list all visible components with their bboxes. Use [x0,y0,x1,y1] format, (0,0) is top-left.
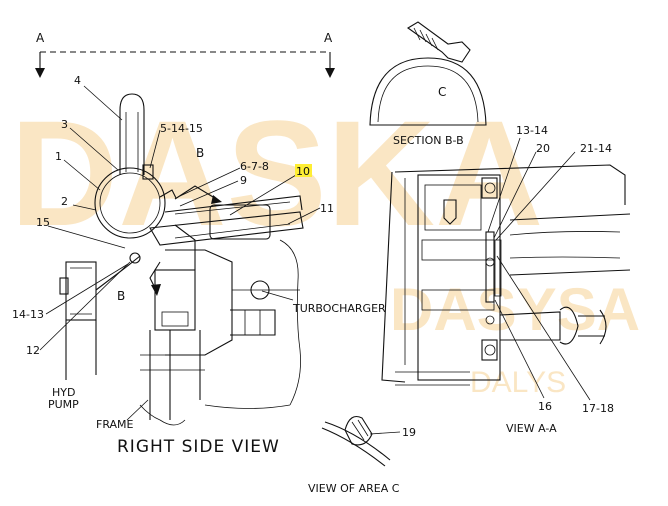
view-title-view-a-a: VIEW A-A [506,422,557,435]
callout-10-highlight [295,164,312,177]
view-title-right-side-view: RIGHT SIDE VIEW [117,437,280,457]
label-pump: PUMP [48,398,79,411]
section-marker-a-left: A [36,31,45,45]
callout-5-14-15: 5-14-15 [160,122,203,135]
callouts-right-side-view: 4 3 1 2 5-14-15 15 B 6-7-8 9 10 11 14-13… [12,74,386,457]
section-marker-a-right: A [324,31,333,45]
callout-leaders-view-a-a [487,137,591,401]
view-title-view-of-area-c: VIEW OF AREA C [308,482,400,495]
callout-11: 11 [320,202,334,215]
label-hyd: HYD [52,386,75,399]
watermark-text-3: DALYS [470,366,566,399]
callout-21-14: 21-14 [580,142,612,155]
watermark-text-2: DASYSA [390,276,640,343]
section-marker-c: C [438,85,446,99]
watermark: DASKA DASYSA DALYS [10,89,640,399]
callout-12: 12 [26,344,40,357]
callout-3: 3 [61,118,68,131]
label-frame: FRAME [96,418,134,431]
callout-15: 15 [36,216,50,229]
label-turbocharger: TURBOCHARGER [292,302,386,315]
right-side-view-drawing [59,93,304,426]
callout-leaders-right-side-view [39,85,321,421]
callout-4: 4 [74,74,81,87]
view-title-section-b-b: SECTION B-B [393,134,464,147]
section-a-a-marker: A A [35,31,335,78]
callout-19: 19 [402,426,416,439]
callout-16: 16 [538,400,552,413]
callout-6-7-8: 6-7-8 [240,160,269,173]
callout-20: 20 [536,142,550,155]
callouts-view-a-a: 13-14 20 21-14 16 17-18 VIEW A-A [506,124,614,435]
watermark-text: DASKA [10,89,543,257]
callout-1: 1 [55,150,62,163]
view-a-a-drawing [381,164,631,386]
section-marker-b-top: B [196,146,204,160]
callout-14-13: 14-13 [12,308,44,321]
view-of-area-c-drawing: 19 VIEW OF AREA C [308,415,416,495]
callout-17-18: 17-18 [582,402,614,415]
section-marker-b-bottom: B [117,289,125,303]
section-b-b-drawing: C SECTION B-B [369,21,487,147]
callout-13-14: 13-14 [516,124,548,137]
callout-9: 9 [240,174,247,187]
callout-2: 2 [61,195,68,208]
callout-10: 10 [296,165,310,178]
